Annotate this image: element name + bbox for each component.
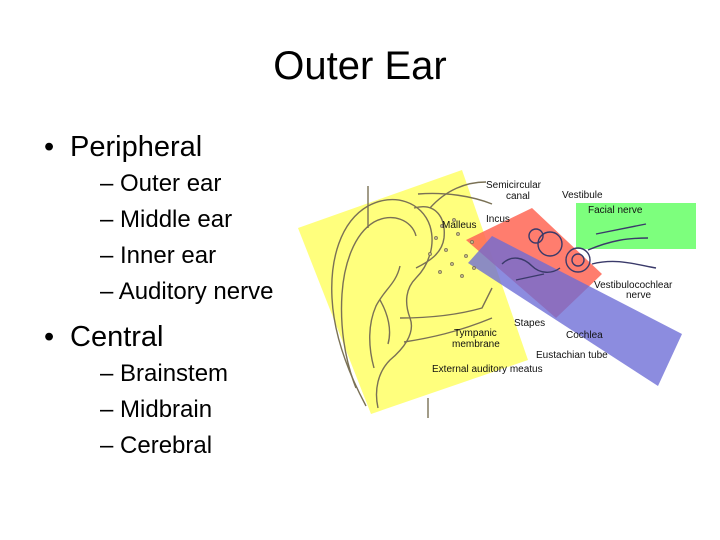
label-stapes: Stapes xyxy=(514,318,545,329)
label-cochlea: Cochlea xyxy=(566,330,603,341)
slide-title: Outer Ear xyxy=(273,44,447,88)
label-incus: Incus xyxy=(486,214,510,225)
inner-ear-structures xyxy=(501,223,657,281)
label-vestibulocochlear: Vestibulocochlear xyxy=(594,280,673,291)
bullet-list: •Peripheral – Outer ear – Middle ear – I… xyxy=(44,128,344,464)
label-facial-nerve: Facial nerve xyxy=(588,205,643,216)
skull-bone-texture xyxy=(428,218,476,278)
sub-bullet-auditory-nerve: – Auditory nerve xyxy=(100,278,274,305)
sub-bullet-midbrain: – Midbrain xyxy=(100,396,213,423)
label-membrane: membrane xyxy=(452,339,500,350)
label-vestibule: Vestibule xyxy=(562,190,603,201)
sub-bullet-text: Auditory nerve xyxy=(118,278,274,305)
bullet-peripheral-text: Peripheral xyxy=(70,131,203,163)
label-external-auditory-meatus: External auditory meatus xyxy=(432,364,543,375)
sub-bullet-inner-ear: – Inner ear xyxy=(100,242,217,269)
sub-bullet-cerebral: – Cerebral xyxy=(100,432,213,459)
diagram-labels: Semicircular canal Vestibule Facial nerv… xyxy=(432,180,673,375)
label-semicircular: Semicircular xyxy=(486,180,542,191)
sub-bullet-outer-ear: – Outer ear xyxy=(100,170,222,197)
label-nerve: nerve xyxy=(626,290,651,301)
label-tympanic: Tympanic xyxy=(454,328,497,339)
label-eustachian-tube: Eustachian tube xyxy=(536,350,608,361)
sub-bullet-text: Brainstem xyxy=(120,360,229,387)
sub-bullet-text: Inner ear xyxy=(120,242,217,269)
ear-illustration xyxy=(331,181,493,418)
sub-bullet-text: Middle ear xyxy=(120,206,233,233)
sub-bullet-text: Midbrain xyxy=(120,396,213,423)
bullet-peripheral: •Peripheral xyxy=(44,131,203,163)
label-canal: canal xyxy=(506,191,530,202)
outer-ear-highlight xyxy=(298,170,528,414)
label-malleus: Malleus xyxy=(442,220,476,231)
ear-anatomy-diagram: Semicircular canal Vestibule Facial nerv… xyxy=(298,170,696,418)
bullet-central: •Central xyxy=(44,321,164,353)
sub-bullet-text: Outer ear xyxy=(120,170,222,197)
bullet-central-text: Central xyxy=(70,321,164,353)
auditory-nerve-highlight xyxy=(468,236,682,386)
sub-bullet-brainstem: – Brainstem xyxy=(100,360,229,387)
sub-bullet-middle-ear: – Middle ear xyxy=(100,206,233,233)
sub-bullet-text: Cerebral xyxy=(120,432,213,459)
